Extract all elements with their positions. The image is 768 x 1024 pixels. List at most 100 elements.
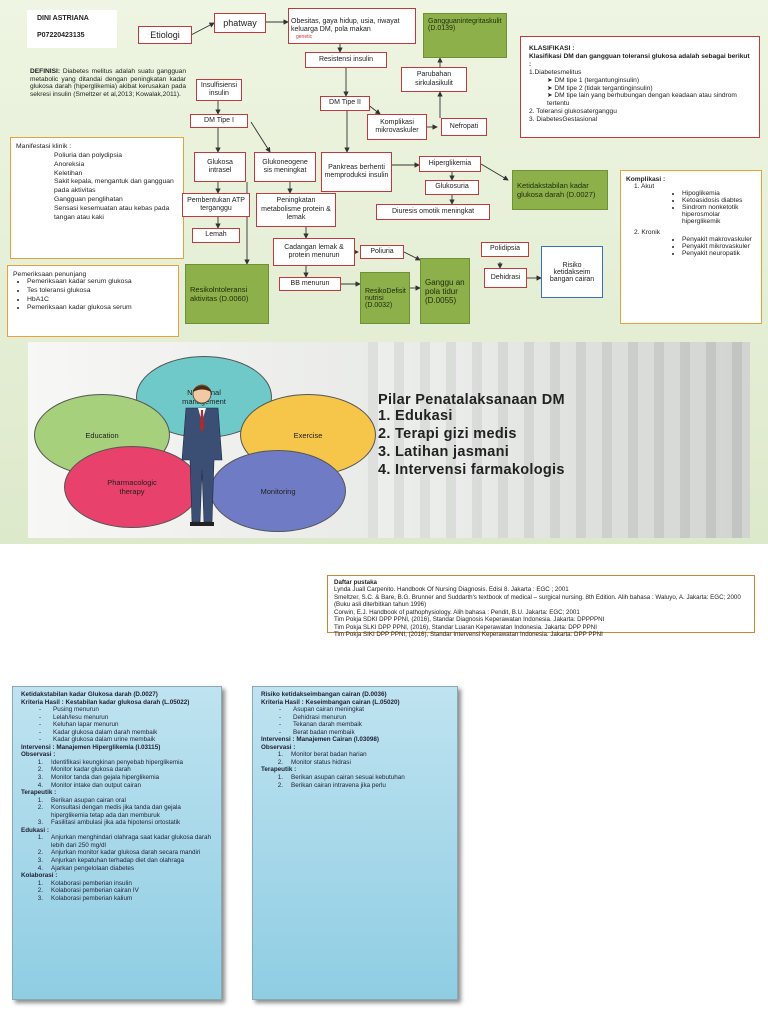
daftar-line: Tim Pokja SDKI DPP PPNI, (2016), Standar… bbox=[334, 616, 605, 624]
klasifikasi-title: KLASIFIKASI : bbox=[529, 45, 575, 52]
komplikasi-title: Komplikasi : bbox=[626, 176, 666, 183]
node-nefropati: Nefropati bbox=[441, 118, 487, 136]
panel1-kriteria-item: Kadar glukosa dalam darah membaik bbox=[53, 728, 158, 736]
node-glukosa-intrasel: Glukosa intrasel bbox=[194, 152, 246, 182]
manifestasi-item: Gangguan penglihatan bbox=[54, 196, 123, 204]
businessman-figure bbox=[181, 384, 223, 526]
panel2-kriteria-item: Asupan cairan meningkat bbox=[293, 706, 365, 714]
node-resistensi: Resistensi insulin bbox=[305, 52, 387, 68]
pilar-item: 3. Latihan jasmani bbox=[378, 444, 510, 460]
manifestasi-item: Poliuria dan polydipsia bbox=[54, 152, 123, 159]
klasifikasi-item3: 3. DiabetesGestasional bbox=[529, 116, 598, 124]
node-pembentukan-atp: Pembentukan ATP terganggu bbox=[182, 193, 250, 217]
panel1-edukasi-item: Anjurkan menghindari olahraga saat kadar… bbox=[51, 834, 211, 849]
panel2-terapeutik-item: Berikan cairan intravena jika perlu bbox=[291, 781, 386, 789]
manifestasi-title: Manifestasi klinik : bbox=[16, 143, 72, 150]
klasifikasi-sub: ➤ DM tipe 1 (tergantunginsulin) bbox=[547, 76, 640, 84]
panel2-observasi-item: Monitor berat badan harian bbox=[291, 751, 367, 759]
manifestasi-item: Anoreksia bbox=[54, 160, 85, 168]
panel1-terapeutik: Terapeutik : bbox=[21, 789, 57, 797]
klasifikasi-sub: ➤ DM tipe 2 (tidak tergantinginsulin) bbox=[547, 84, 653, 92]
panel1-kriteria-item: Kadar glukosa dalam urine membaik bbox=[53, 736, 156, 744]
panel1-edukasi-item: Ajarkan pengelolaan diabetes bbox=[51, 864, 134, 872]
panel1-kolaborasi-item: Kolaborasi pemberian kalium bbox=[51, 894, 133, 902]
panel2-terapeutik-item: Berikan asupan cairan sesuai kebutuhan bbox=[291, 774, 405, 782]
definisi-label: DEFINISI: bbox=[30, 68, 61, 75]
background-texture bbox=[368, 342, 750, 538]
pilar-item: 2. Terapi gizi medis bbox=[378, 426, 517, 442]
penunjang-item: Tes toleransi glukosa bbox=[27, 287, 173, 296]
komplikasi-akut-label: 1. Akut bbox=[634, 183, 655, 190]
klasifikasi-box: KLASIFIKASI : Klasifikasi DM dan ganggua… bbox=[520, 36, 760, 138]
panel2-kriteria-item: Dehidrasi menurun bbox=[293, 713, 347, 721]
node-komplikasi-mikro: Komplikasi mikrovaskuler bbox=[367, 114, 427, 140]
panel1-kolaborasi: Kolaborasi : bbox=[21, 872, 58, 880]
dx-ketidakstabilan-glukosa: Ketidakstabilan kadar glukosa darah (D.0… bbox=[512, 170, 608, 210]
etiologi-box: Etiologi bbox=[138, 26, 192, 44]
penunjang-box: Pemeriksaan penunjang Pemeriksaan kadar … bbox=[7, 265, 179, 337]
dx-intoleransi-aktivitas: Resikolntoleransi aktivitas (D.0060) bbox=[185, 264, 269, 324]
node-bb-menurun: BB menurun bbox=[279, 277, 341, 291]
panel1-observasi-item: Identifikasi keungkinan penyebab hipergl… bbox=[51, 758, 183, 766]
node-insufisiensi: Insulfisiensi insulin bbox=[196, 79, 242, 101]
author-nim: P07220423135 bbox=[37, 32, 85, 39]
panel1-edukasi-item: Anjurkan monitor kadar glukosa darah sec… bbox=[51, 849, 201, 857]
panel2-kriteria-item: Berat badan membaik bbox=[293, 728, 355, 736]
komplikasi-akut-item: Hipoglikemia bbox=[682, 190, 756, 197]
manifestasi-item: Sakit kepala, mengantuk dan gangguan pad… bbox=[54, 178, 174, 195]
manifestasi-box: Manifestasi klinik : Poliuria dan polydi… bbox=[10, 137, 184, 259]
panel1-terapeutik-item: Fasilitasi ambulasi jika ada hipotensi o… bbox=[51, 819, 181, 827]
panel1-kriteria-item: Keluhan lapar menurun bbox=[53, 721, 119, 729]
panel1-kriteria-item: Pusing menurun bbox=[53, 706, 99, 714]
node-perubahan-sirkulasi: Parubahan sirkulasikulit bbox=[401, 67, 467, 92]
pilar-item: 1. Edukasi bbox=[378, 408, 453, 424]
daftar-line: Tim Pokja SLKI DPP PPNI, (2016), Standar… bbox=[334, 623, 597, 631]
komplikasi-kronik-item: Penyakit neuropatik bbox=[682, 250, 756, 257]
panel1-intervensi: Intervensi : Manajemen Hiperglikemia (I.… bbox=[21, 743, 161, 751]
intervensi-panel-cairan: Risiko ketidakseimbangan cairan (D.0036)… bbox=[252, 686, 458, 1000]
daftar-line: Smeltzer, S.C. & Bare, B.G. Brunner and … bbox=[334, 593, 741, 609]
panel2-intervensi: Intervensi : Manajemen Cairan (I.03098) bbox=[261, 736, 379, 744]
node-polidipsia: Polidipsia bbox=[481, 242, 529, 257]
panel1-kriteria: Kriteria Hasil : Kestabilan kadar glukos… bbox=[21, 698, 190, 706]
panel1-edukasi-item: Anjurkan kepatuhan terhadap diet dan ola… bbox=[51, 857, 185, 865]
node-peningkatan-metabolisme: Peningkatan metabolisme protein & lemak bbox=[256, 193, 336, 227]
panel1-observasi-item: Monitor tanda dan gejala hiperglikemia bbox=[51, 774, 160, 782]
definisi-text: Diabetes melitus adalah suatu gangguan m… bbox=[30, 68, 186, 98]
circle-pharmacologic: Pharmacologic therapy bbox=[64, 446, 200, 528]
klasifikasi-subtitle: Klasifikasi DM dan gangguan toleransi gl… bbox=[529, 52, 750, 68]
dx-gangguan-integritas: Gangguanintegritaskulit (D.0139) bbox=[423, 13, 507, 58]
penunjang-item: Pemeriksaan kadar serum glukosa bbox=[27, 278, 173, 287]
dx-risiko-cairan: Risiko ketidakseim bangan cairan bbox=[541, 246, 603, 298]
panel1-terapeutik-item: Konsultasi dengan medis jika tanda dan g… bbox=[51, 804, 181, 819]
name-card: DINI ASTRIANA P07220423135 bbox=[27, 10, 117, 48]
panel1-observasi-item: Monitor kadar glukosa darah bbox=[51, 766, 131, 774]
komplikasi-kronik-item: Penyakit makrovaskuler bbox=[682, 236, 756, 243]
penunjang-title: Pemeriksaan penunjang bbox=[13, 271, 87, 278]
node-dehidrasi: Dehidrasi bbox=[484, 268, 527, 288]
panel2-title: Risiko ketidakseimbangan cairan (D.0036) bbox=[261, 691, 387, 698]
node-pankreas: Pankreas berhenti memproduksi insulin bbox=[321, 152, 392, 192]
klasifikasi-item1: 1.Diabetesmelitus bbox=[529, 68, 582, 76]
panel2-observasi-item: Monitor status hidrasi bbox=[291, 758, 351, 766]
dx-gangguan-pola-tidur: Ganggu an pola tidur (D.0055) bbox=[420, 258, 470, 324]
panel2-observasi: Observasi : bbox=[261, 743, 296, 751]
node-dm2: DM Tipe II bbox=[320, 96, 370, 111]
pathway-box: phatway bbox=[214, 13, 266, 33]
panel2-kriteria: Kriteria Hasil : Keseimbangan cairan (L.… bbox=[261, 698, 400, 706]
manifestasi-item: Keletihan bbox=[54, 169, 83, 177]
panel1-terapeutik-item: Berikan asupan cairan oral bbox=[51, 796, 126, 804]
pilar-title: Pilar Penatalaksanaan DM bbox=[378, 392, 565, 408]
daftar-line: Corwin, E.J. Handbook of pathophysiology… bbox=[334, 608, 580, 616]
node-hiperglikemia: Hiperglikemia bbox=[419, 156, 481, 172]
daftar-pustaka: Daftar pustaka Lynda Juall Carpenito. Ha… bbox=[327, 575, 755, 638]
daftar-line: Tim Pokja SIKI DPP PPNI, (2016), Standar… bbox=[334, 631, 603, 639]
komplikasi-akut-item: Sindrom nonketotik hiperosmolar hipergli… bbox=[682, 204, 756, 225]
node-glukosuria: Glukosuria bbox=[425, 180, 479, 195]
panel2-terapeutik: Terapeutik : bbox=[261, 766, 297, 774]
daftar-line: Lynda Juall Carpenito. Handbook Of Nursi… bbox=[334, 586, 569, 594]
panel1-observasi: Observasi : bbox=[21, 751, 56, 759]
komplikasi-akut-item: Ketoasidosis diabtes bbox=[682, 197, 756, 204]
komplikasi-box: Komplikasi : 1. Akut Hipoglikemia Ketoas… bbox=[620, 170, 762, 324]
komplikasi-kronik-label: 2. Kronik bbox=[634, 229, 661, 236]
